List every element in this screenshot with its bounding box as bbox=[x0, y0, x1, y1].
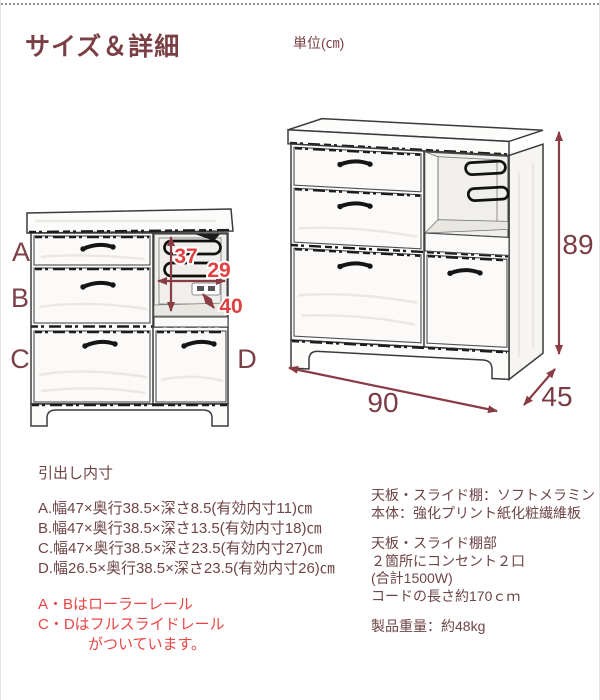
drawer-specs-heading: 引出し内寸 bbox=[38, 465, 114, 482]
height-value: 89 bbox=[562, 229, 593, 260]
rail-note-suffix: がついています。 bbox=[88, 636, 207, 653]
perspective-cabinet-drawing bbox=[287, 117, 544, 381]
depth-value: 45 bbox=[541, 381, 572, 412]
outlet-line-2: ２箇所にコンセント２口 bbox=[371, 552, 525, 569]
drawer-d-3d bbox=[426, 254, 508, 348]
compartment-floor bbox=[153, 302, 228, 317]
outlet-line-3: (合計1500W) bbox=[371, 570, 453, 586]
drawer-b-3d bbox=[293, 187, 422, 250]
material-top: 天板・スライド棚：ソフトメラミン bbox=[371, 487, 595, 503]
front-cabinet-drawing bbox=[26, 208, 234, 427]
width-value: 90 bbox=[367, 387, 398, 418]
open-compartment bbox=[153, 233, 229, 328]
label-a: A bbox=[12, 237, 30, 267]
label-b: B bbox=[11, 283, 29, 313]
shelf-depth-value: 40 bbox=[219, 295, 242, 318]
outlet-icon bbox=[191, 282, 221, 296]
shelf-width-value: 29 bbox=[207, 259, 230, 282]
drawer-spec-c: C.幅47×奥行38.5×深さ23.5(有効内寸27)㎝ bbox=[38, 540, 323, 557]
open-compartment-3d bbox=[423, 151, 510, 257]
drawer-c bbox=[33, 330, 151, 403]
base-plinth bbox=[30, 403, 229, 427]
top-dotted-divider bbox=[1, 3, 599, 5]
unit-label: 単位(㎝) bbox=[293, 35, 345, 51]
outlet-line-1: 天板・スライド棚部 bbox=[371, 535, 497, 551]
slide-rail-icon bbox=[163, 239, 222, 278]
shelf-height-value: 37 bbox=[174, 245, 197, 268]
outlet-line-4: コードの長さ約170ｃｍ bbox=[371, 587, 521, 604]
drawer-a-3d bbox=[293, 146, 422, 193]
label-c: C bbox=[11, 344, 30, 374]
drawer-b bbox=[33, 267, 151, 324]
outlet-lines: 天板・スライド棚部 ２箇所にコンセント２口 (合計1500W) コードの長さ約1… bbox=[371, 535, 596, 605]
drawer-a bbox=[33, 235, 151, 266]
compartment-floor-3d bbox=[423, 219, 509, 234]
depth-dimension-arrow bbox=[523, 368, 556, 406]
drawer-spec-b: B.幅47×奥行38.5×深さ13.5(有効内寸18)㎝ bbox=[38, 520, 322, 537]
side-panel bbox=[508, 143, 544, 381]
compartment-lip-3d bbox=[424, 232, 510, 257]
row-gap-3d bbox=[291, 243, 509, 258]
material-lines: 天板・スライド棚：ソフトメラミン 本体：強化プリント紙化粧繊維板 bbox=[371, 487, 596, 522]
front-view-diagram: A B C D 37 29 40 bbox=[11, 208, 257, 427]
shelf-depth-arrow bbox=[202, 293, 215, 309]
drawer-d bbox=[155, 330, 227, 403]
compartment-lip bbox=[153, 316, 229, 328]
width-dimension-arrow bbox=[288, 365, 498, 414]
rail-note-cd: C・Dはフルスライドレール bbox=[38, 616, 225, 633]
materials-info: 天板・スライド棚：ソフトメラミン 本体：強化プリント紙化粧繊維板 天板・スライド… bbox=[371, 487, 596, 649]
label-d: D bbox=[237, 344, 257, 374]
drawer-specs: 引出し内寸 A.幅47×奥行38.5×深さ8.5(有効内寸11)㎝ B.幅47×… bbox=[38, 462, 368, 655]
material-body: 本体：強化プリント紙化粧繊維板 bbox=[371, 504, 581, 521]
perspective-diagram: 89 90 45 bbox=[287, 117, 594, 418]
rail-note-ab: A・Bはローラーレール bbox=[38, 596, 194, 613]
drawer-spec-d: D.幅26.5×奥行38.5×深さ23.5(有効内寸26)㎝ bbox=[38, 560, 335, 577]
drawer-spec-a: A.幅47×奥行38.5×深さ8.5(有効内寸11)㎝ bbox=[38, 500, 312, 517]
rail-notes: A・Bはローラーレール C・Dはフルスライドレール がついています。 bbox=[38, 595, 368, 655]
drawer-c-3d bbox=[293, 247, 422, 344]
door-edge-mark bbox=[195, 234, 220, 241]
product-weight: 製品重量：約48kg bbox=[371, 618, 486, 634]
slide-rail-icon-3d bbox=[464, 159, 510, 202]
page-title: サイズ＆詳細 bbox=[25, 33, 181, 61]
